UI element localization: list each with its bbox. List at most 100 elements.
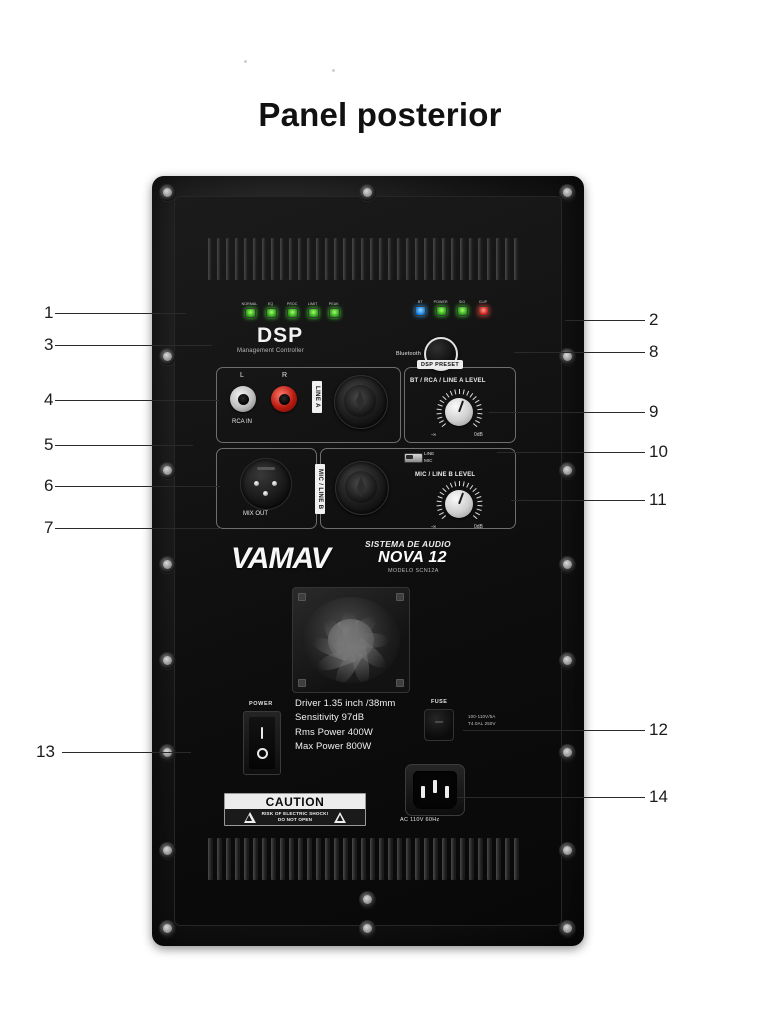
rca-right-jack[interactable] <box>271 386 297 412</box>
rca-left-jack[interactable] <box>230 386 256 412</box>
knob-tick <box>477 504 483 507</box>
led-power-label: POWER <box>434 299 448 305</box>
fuse-note-line-2: T4.0AL 250V <box>468 720 496 726</box>
knob-tick <box>442 488 447 493</box>
power-off-mark-icon <box>256 747 268 759</box>
ac-inlet-socket <box>413 771 457 809</box>
level-b-knob[interactable] <box>445 490 473 518</box>
heatsink-fins-bottom <box>208 838 519 880</box>
knob-tick <box>474 491 480 496</box>
level-a-knob[interactable] <box>445 398 473 426</box>
knob-tick <box>472 515 478 520</box>
mounting-screw <box>559 184 576 201</box>
callout-leader-6 <box>55 486 220 487</box>
callout-9: 9 <box>649 402 659 421</box>
knob-tick <box>462 389 465 395</box>
power-switch[interactable] <box>249 717 275 769</box>
callout-leader-12 <box>463 730 645 731</box>
knob-tick <box>459 481 460 486</box>
fuse-holder[interactable] <box>424 709 454 741</box>
page-speck-2 <box>332 69 335 72</box>
caution-body: RISK OF ELECTRIC SHOCK! DO NOT OPEN <box>262 811 329 823</box>
power-on-mark-icon <box>260 727 264 740</box>
mounting-screw <box>159 920 176 937</box>
knob-tick <box>466 482 470 488</box>
led-clip-cell: CLIP <box>477 300 489 316</box>
ac-power-inlet[interactable] <box>405 764 465 816</box>
knob-tick <box>476 508 482 511</box>
caution-line-2: DO NOT OPEN <box>277 817 313 823</box>
led-signal-cell: SIG <box>456 300 468 316</box>
brand-logo: VAMAV <box>231 542 331 575</box>
callout-10: 10 <box>649 442 668 461</box>
mounting-screw <box>559 348 576 365</box>
knob-tick <box>469 484 474 490</box>
knob-tick <box>477 408 483 411</box>
mounting-screw <box>559 744 576 761</box>
mounting-screw <box>159 462 176 479</box>
power-switch-frame <box>243 711 281 775</box>
knob-a-caption: BT / RCA / LINE A LEVEL <box>410 378 486 384</box>
mounting-screw <box>159 348 176 365</box>
callout-leader-11 <box>511 500 645 501</box>
callout-leader-10 <box>497 452 645 453</box>
led-eq-label: EQ <box>268 301 274 307</box>
led-normal-label: NORMAL <box>242 301 258 307</box>
led-limit <box>307 307 319 318</box>
callout-leader-13 <box>62 752 191 753</box>
knob-tick <box>469 392 474 398</box>
led-proc-label: PROC <box>286 301 298 307</box>
knob-a-max-label: 0dB <box>474 432 483 438</box>
knob-tick <box>437 416 443 419</box>
led-proc <box>286 307 298 318</box>
mix-out-xlr-jack[interactable] <box>240 458 292 510</box>
knob-tick <box>437 496 443 499</box>
knob-tick <box>436 412 442 415</box>
callout-7: 7 <box>44 518 54 537</box>
knob-tick <box>445 484 450 490</box>
dsp-preset-chip[interactable]: DSP PRESET <box>417 360 464 369</box>
knob-tick <box>449 390 453 396</box>
page-speck-1 <box>244 60 247 63</box>
mounting-screw <box>159 556 176 573</box>
knob-tick <box>439 399 445 404</box>
fan-screw <box>396 593 404 601</box>
system-line: SISTEMA DE AUDIO <box>365 539 451 549</box>
led-proc-cell: PROC <box>286 302 298 318</box>
callout-leader-3 <box>55 345 212 346</box>
fan-screw <box>298 679 306 687</box>
callout-leader-8 <box>514 352 645 353</box>
led-signal <box>456 305 468 316</box>
led-bluetooth-label: BT <box>417 299 423 305</box>
led-normal-cell: NORMAL <box>242 301 258 318</box>
callout-13: 13 <box>36 742 55 761</box>
led-bluetooth-cell: BT <box>414 300 426 316</box>
led-clip <box>477 305 489 316</box>
led-limit-cell: LIMIT <box>307 302 319 318</box>
line-mic-switch[interactable] <box>404 453 423 463</box>
fan-aperture <box>302 597 400 683</box>
spec-line-1: Driver 1.35 inch /38mm <box>295 698 396 709</box>
fan-screw <box>298 593 306 601</box>
fuse-label: FUSE <box>431 699 448 705</box>
led-power <box>435 305 447 316</box>
callout-3: 3 <box>44 335 54 354</box>
knob-tick <box>441 423 447 428</box>
mic-line-b-combo-jack[interactable] <box>335 461 389 515</box>
knob-b-caption: MIC / LINE B LEVEL <box>415 472 476 478</box>
line-a-combo-jack[interactable] <box>334 375 388 429</box>
model-code: MODELO SCN12A <box>388 568 439 574</box>
status-led-row: BT POWER SIG CLIP <box>414 300 489 316</box>
knob-tick <box>439 491 445 496</box>
mounting-screw <box>559 652 576 669</box>
knob-tick <box>442 396 447 401</box>
knob-tick <box>437 404 443 407</box>
knob-tick <box>476 416 482 419</box>
knob-tick <box>436 500 442 503</box>
bluetooth-label: Bluetooth <box>396 351 422 357</box>
knob-tick <box>477 500 483 503</box>
led-limit-label: LIMIT <box>308 301 318 307</box>
callout-12: 12 <box>649 720 668 739</box>
page-title: Panel posterior <box>258 96 502 133</box>
